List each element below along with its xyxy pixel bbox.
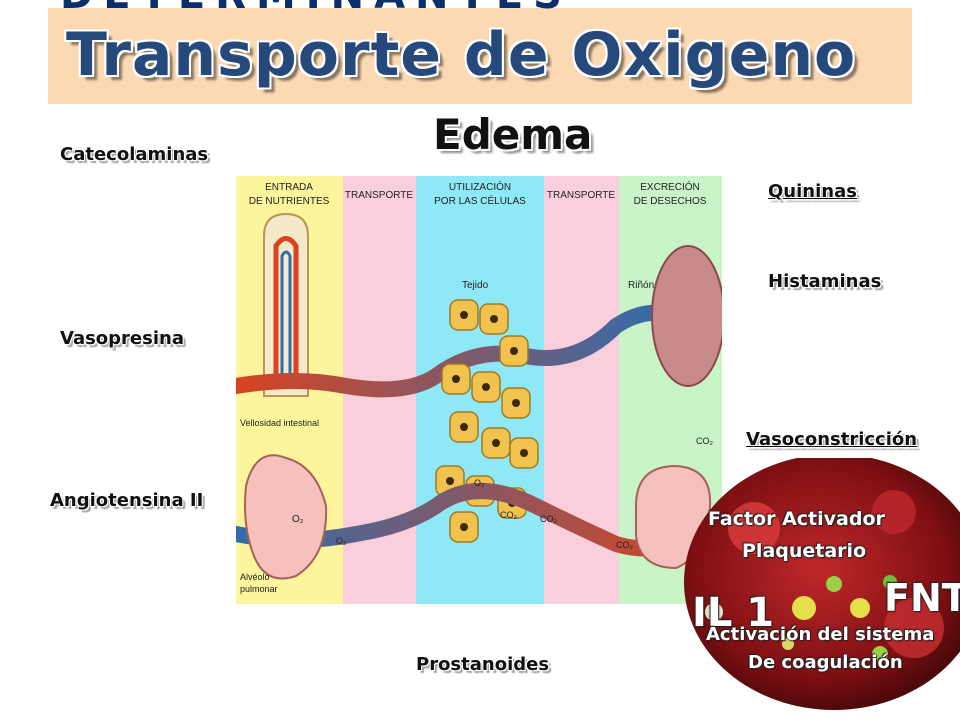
coagulacion-label: De coagulación: [748, 652, 903, 673]
il1-label: IL 1: [692, 590, 775, 636]
activacion-label: Activación del sistema: [706, 624, 935, 645]
factor-activador-label: Factor Activador: [708, 508, 885, 530]
page-title: Transporte de Oxigeno: [66, 20, 857, 90]
transport-diagram: ENTRADA DE NUTRIENTES TRANSPORTE UTILIZA…: [236, 176, 722, 604]
svg-text:CO₂: CO₂: [616, 540, 634, 550]
alveolo-label-2: pulmonar: [240, 584, 278, 594]
header-entrada-1: ENTRADA: [265, 182, 313, 193]
header-utilizacion-1: UTILIZACIÓN: [449, 180, 511, 193]
header-excrecion-2: DE DESECHOS: [634, 196, 707, 207]
histaminas-label: Histaminas: [768, 271, 882, 292]
catecolaminas-label: Catecolaminas: [60, 144, 209, 165]
svg-text:O₂: O₂: [292, 514, 304, 525]
plaquetario-label: Plaquetario: [742, 540, 867, 562]
kidney: [651, 245, 722, 387]
villus: [263, 212, 309, 397]
header-transporte-2: TRANSPORTE: [547, 190, 615, 201]
svg-text:CO₂: CO₂: [500, 510, 518, 520]
tejido-label: Tejido: [462, 280, 489, 291]
quininas-label: Quininas: [768, 181, 857, 202]
rinon-label: Riñón: [628, 280, 654, 291]
title-ghost-text: DETERMINANTES: [60, 0, 572, 18]
header-entrada-2: DE NUTRIENTES: [249, 196, 330, 207]
alveolo-label-1: Alvéolo: [240, 572, 270, 582]
fnt-label: FNT: [884, 576, 960, 620]
upper-vessel: [236, 304, 684, 398]
vasopresina-label: Vasopresina: [60, 328, 184, 349]
title-banner: [48, 8, 912, 104]
header-excrecion-1: EXCRECIÓN: [640, 180, 699, 193]
alveolo: [244, 454, 328, 580]
header-utilizacion-2: POR LAS CÉLULAS: [434, 194, 526, 207]
svg-text:CO₂: CO₂: [540, 514, 558, 524]
edema-label: Edema: [433, 110, 593, 159]
vasoconstriccion-label: Vasoconstricción: [746, 429, 918, 450]
svg-text:O₂: O₂: [336, 536, 347, 546]
header-transporte-1: TRANSPORTE: [345, 190, 413, 201]
svg-text:CO₂: CO₂: [696, 436, 714, 446]
prostanoides-label: Prostanoides: [416, 654, 550, 675]
vellosidad-label: Vellosidad intestinal: [240, 418, 319, 428]
inset-blood-cells: [684, 458, 960, 710]
svg-text:O₂: O₂: [474, 478, 485, 488]
lower-vessel: [236, 483, 704, 557]
angiotensina-label: Angiotensina II: [50, 490, 204, 511]
